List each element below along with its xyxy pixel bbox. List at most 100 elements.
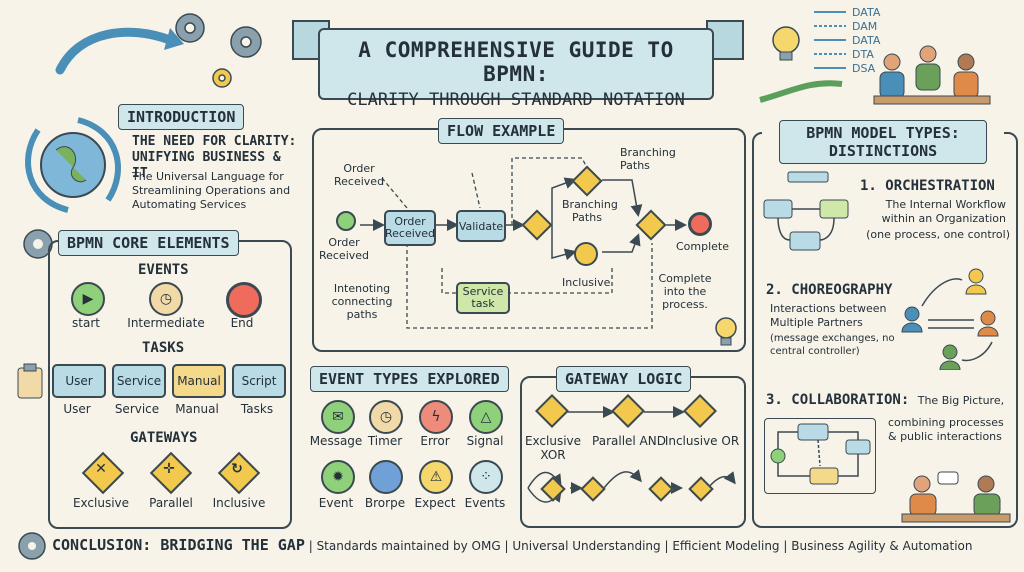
gear-icon	[18, 532, 46, 560]
message-event: ✉	[321, 400, 355, 434]
collaboration-diagram	[770, 423, 871, 485]
flow-order-task: Order Received	[384, 210, 436, 246]
flow-start-label: Order Received	[318, 236, 370, 262]
event-icon-circle	[369, 460, 403, 494]
envelope-icon: ✉	[332, 409, 344, 425]
footer-item: Universal Understanding	[512, 539, 661, 553]
clock-icon: ◷	[159, 291, 173, 307]
choreography-title: 2. CHOREOGRAPHY	[766, 282, 893, 298]
orchestration-desc: The Internal Workflow within an Organiza…	[881, 198, 1006, 225]
choreography-people-icon	[901, 268, 999, 370]
gateway-logic-header: GATEWAY LOGIC	[556, 366, 692, 392]
event-type-label: Signal	[466, 434, 504, 448]
gateway-logic-label: Inclusive OR	[664, 434, 740, 448]
collaboration-pool	[764, 418, 876, 494]
choreography-note: (message exchanges, no central controlle…	[770, 333, 895, 357]
task-box: User	[52, 364, 106, 398]
event-icon-circle: ⚠	[419, 460, 453, 494]
dots-icon: ⁘	[480, 469, 492, 485]
title-line1: A COMPREHENSIVE GUIDE TO BPMN:	[358, 38, 674, 86]
intermediate-event: ◷	[149, 282, 183, 316]
flow-header: FLOW EXAMPLE	[438, 118, 565, 144]
footer-item: Efficient Modeling	[672, 539, 780, 553]
orchestration-title: 1. ORCHESTRATION	[860, 178, 995, 194]
collaboration-title: 3. COLLABORATION: The Big Picture,	[766, 392, 1005, 408]
orchestration-diagram	[763, 171, 849, 251]
data-chart-icon	[814, 11, 846, 69]
people-icon	[873, 45, 991, 105]
task-box: Script	[232, 364, 286, 398]
choreography-desc: Interactions between Multiple Partners	[770, 302, 887, 329]
end-event	[226, 282, 262, 318]
arrow-icon	[55, 27, 175, 75]
gateway-label: Inclusive	[212, 496, 266, 510]
footer-item: Standards maintained by OMG	[316, 539, 501, 553]
event-label: Intermediate	[127, 316, 205, 330]
burst-icon: ✹	[332, 469, 344, 485]
event-label: End	[230, 316, 254, 330]
model-types-header-wrap: BPMN MODEL TYPES: DISTINCTIONS	[762, 120, 1004, 164]
orchestration-note: (one process, one control)	[866, 228, 1010, 241]
flow-order-received-note: Order Received	[334, 162, 385, 188]
error-event: ϟ	[419, 400, 453, 434]
flow-service-task: Service task	[456, 282, 510, 314]
clipboard-icon	[17, 363, 43, 399]
event-type-label: Timer	[367, 434, 403, 448]
gateway-label: Parallel	[149, 496, 193, 510]
warning-icon: ⚠	[429, 469, 443, 485]
task-label: Service	[114, 402, 160, 416]
event-type-label: Error	[420, 434, 450, 448]
event-type-label: Events	[464, 496, 506, 510]
task-label: Tasks	[240, 402, 274, 416]
gateway-logic-connectors	[527, 406, 736, 503]
collaboration-subtitle: The Big Picture,	[917, 394, 1005, 407]
plus-icon: ✛	[163, 461, 175, 477]
lightning-icon: ϟ	[431, 409, 441, 425]
task-label: User	[63, 402, 91, 416]
people-icon	[901, 471, 1011, 523]
gateway-logic-label: Exclusive XOR	[524, 434, 582, 462]
gateway-label: Exclusive	[72, 496, 130, 510]
flow-branching-top: Branching Paths	[620, 146, 676, 172]
title-line2: CLARITY THROUGH STANDARD NOTATION	[347, 90, 685, 110]
play-icon: ▶	[82, 291, 94, 307]
event-type-label: Expect	[414, 496, 456, 510]
gateway-logic-label: Parallel AND	[592, 434, 666, 448]
events-title: EVENTS	[138, 262, 189, 278]
flow-validate-task: Validate	[456, 210, 506, 242]
top-right-decor	[759, 11, 991, 105]
gear-icon	[175, 13, 262, 88]
intro-heading: THE NEED FOR CLARITY: UNIFYING BUSINESS …	[132, 134, 297, 181]
tasks-title: TASKS	[142, 340, 185, 356]
event-label: start	[72, 316, 100, 330]
collaboration-desc: combining processes & public interaction…	[888, 416, 1004, 443]
event-type-label: Event	[318, 496, 354, 510]
event-types-header: EVENT TYPES EXPLORED	[310, 366, 509, 392]
clock-icon: ◷	[379, 409, 393, 425]
footer: CONCLUSION: BRIDGING THE GAP | Standards…	[52, 536, 973, 554]
flow-branching-mid: Branching Paths	[562, 198, 618, 224]
globe-icon	[25, 117, 121, 213]
flow-start-event	[336, 211, 356, 231]
task-label: Manual	[175, 402, 219, 416]
gateways-title: GATEWAYS	[130, 430, 198, 446]
core-header: BPMN CORE ELEMENTS	[58, 230, 239, 256]
triangle-icon: △	[480, 409, 492, 425]
lightbulb-icon	[772, 26, 800, 61]
flow-inclusive-label: Inclusive	[562, 276, 611, 289]
circle-icon: ↻	[231, 461, 243, 477]
top-left-decor	[55, 13, 262, 88]
event-icon-circle: ⁘	[469, 460, 503, 494]
footer-conclusion: CONCLUSION: BRIDGING THE GAP	[52, 536, 305, 554]
flow-connecting-note: Intenoting connecting paths	[331, 282, 393, 321]
intro-header: INTRODUCTION	[118, 104, 245, 130]
task-box: Manual	[172, 364, 226, 398]
flow-end-event	[688, 212, 712, 236]
flow-complete-note: Complete into the process.	[658, 272, 712, 311]
event-type-label: Brorpe	[364, 496, 406, 510]
lightbulb-icon	[715, 317, 737, 346]
x-icon: ✕	[95, 461, 107, 477]
signal-event: △	[469, 400, 503, 434]
event-type-label: Message	[309, 434, 363, 448]
